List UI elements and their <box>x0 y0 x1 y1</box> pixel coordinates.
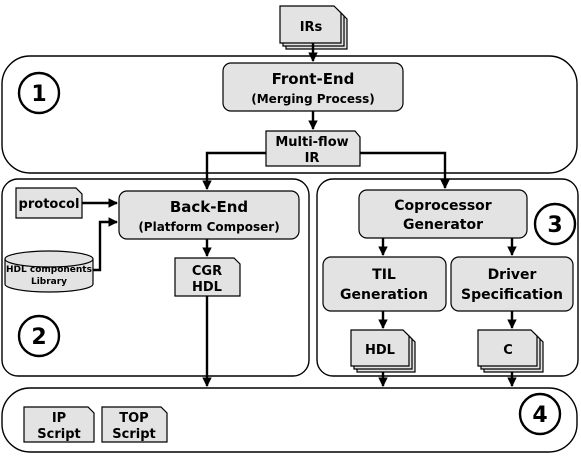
til-generation-box: TIL Generation <box>322 256 447 312</box>
coprocessor-generator-box: Coprocessor Generator <box>358 189 528 239</box>
ip-script-line2: Script <box>37 427 80 442</box>
protocol-box: protocol <box>15 187 83 219</box>
stage-number-1: 1 <box>17 71 61 115</box>
front-end-subtitle: (Merging Process) <box>251 92 374 106</box>
irs-label: IRs <box>300 20 323 35</box>
arrow-multiflow-to-back-end <box>202 151 266 190</box>
til-line1: TIL <box>372 267 396 283</box>
c-output-stack: C <box>477 329 544 373</box>
hdl-library-line2: Library <box>31 277 67 287</box>
front-end-box: Front-End (Merging Process) <box>222 62 404 112</box>
top-script-document: TOP Script <box>101 406 168 443</box>
hdl-output-label: HDL <box>365 343 395 358</box>
top-script-line2: Script <box>112 427 155 442</box>
til-line2: Generation <box>340 287 428 303</box>
multiflow-line2: IR <box>305 151 320 166</box>
front-end-title: Front-End <box>272 70 355 88</box>
top-script-line1: TOP <box>119 411 148 426</box>
arrow-library-to-back-end <box>93 217 118 272</box>
c-output-label: C <box>503 343 513 358</box>
stage-number-3: 3 <box>533 202 577 246</box>
stage-number-1-label: 1 <box>31 82 46 107</box>
hdl-output-stack: HDL <box>350 329 416 373</box>
hdl-library-line1: HDL components <box>6 265 92 275</box>
back-end-box: Back-End (Platform Composer) <box>118 190 300 240</box>
cgr-hdl-line1: CGR <box>192 264 222 279</box>
back-end-subtitle: (Platform Composer) <box>138 220 279 234</box>
coprocessor-line1: Coprocessor <box>394 198 492 214</box>
ip-script-line1: IP <box>52 411 66 426</box>
coprocessor-line2: Generator <box>403 217 483 233</box>
stage-number-3-label: 3 <box>547 213 562 238</box>
back-end-title: Back-End <box>170 198 248 216</box>
cgr-hdl-document: CGR HDL <box>174 257 241 297</box>
panel-front-end <box>1 55 578 174</box>
ip-script-document: IP Script <box>23 406 95 443</box>
cgr-hdl-line2: HDL <box>192 280 222 295</box>
multiflow-line1: Multi-flow <box>275 135 348 150</box>
multiflow-ir-document: Multi-flow IR <box>265 130 361 167</box>
stage-number-2: 2 <box>17 314 61 358</box>
hdl-components-library-cylinder: HDL components Library <box>4 250 94 293</box>
driver-line1: Driver <box>488 267 537 283</box>
driver-specification-box: Driver Specification <box>450 256 574 312</box>
stage-number-4: 4 <box>518 392 562 436</box>
stage-number-4-label: 4 <box>532 403 547 428</box>
irs-document-stack: IRs <box>279 5 348 50</box>
stage-number-2-label: 2 <box>31 325 46 350</box>
arrow-multiflow-to-coprocessor <box>360 151 450 189</box>
protocol-label: protocol <box>19 197 80 212</box>
driver-line2: Specification <box>461 287 563 303</box>
